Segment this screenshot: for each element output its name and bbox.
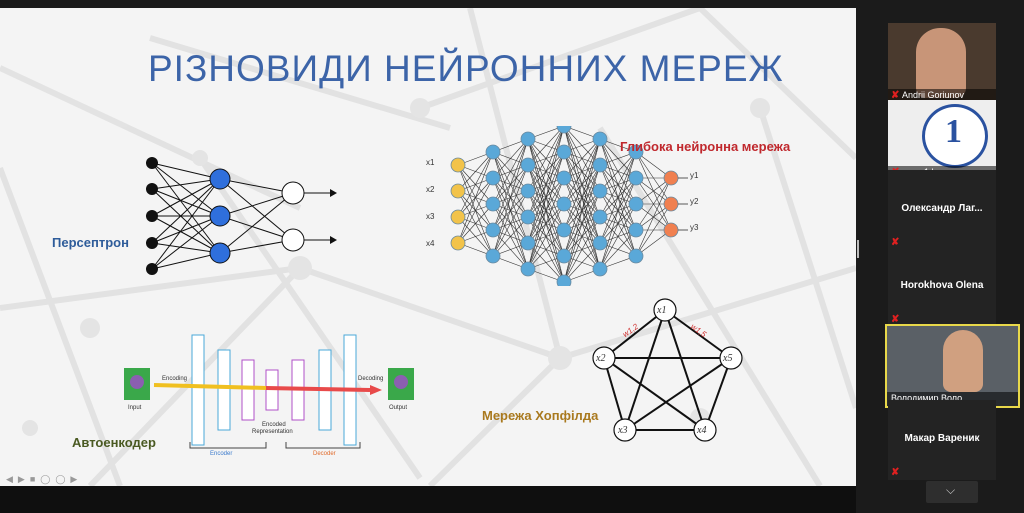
input-x1: x1 — [426, 158, 435, 167]
show-more-participants-button[interactable]: ⌵ — [926, 481, 978, 503]
neuron — [556, 144, 572, 160]
participant-tile-1[interactable]: ✘ Andrii Goriunov — [888, 23, 996, 103]
neuron — [592, 209, 608, 225]
neuron — [592, 235, 608, 251]
autoencoder-label: Автоенкодер — [72, 435, 156, 450]
hopfield-node-x5: x5 — [723, 353, 733, 364]
participant-name: Олександр Лаг... — [901, 203, 983, 214]
participant-name: Horokhova Olena — [900, 280, 984, 291]
neuron — [628, 248, 644, 264]
ae-decoding-label: Decoding — [358, 376, 384, 382]
ae-output-label: Output — [389, 405, 408, 411]
neuron — [450, 157, 466, 173]
output-y1: y1 — [690, 171, 699, 180]
neuron — [628, 222, 644, 238]
neuron — [556, 126, 572, 134]
slide-controls[interactable]: ◀▶■◯◯▶ — [6, 474, 83, 484]
neuron — [520, 261, 536, 277]
deep-network-diagram — [450, 126, 688, 286]
participant-video — [943, 330, 983, 392]
neuron — [450, 209, 466, 225]
neuron — [592, 261, 608, 277]
neuron — [556, 222, 572, 238]
ae-encoded-label: Encoded — [262, 422, 286, 428]
neuron — [520, 131, 536, 147]
neuron — [520, 235, 536, 251]
hopfield-node-x3: x3 — [618, 425, 628, 436]
presentation-bottom-bar — [0, 486, 856, 513]
neuron — [663, 196, 679, 212]
neuron — [485, 170, 501, 186]
neuron — [592, 183, 608, 199]
neuron — [520, 183, 536, 199]
participant-tile-5-active-speaker[interactable]: Володимир Воло... — [885, 324, 1020, 408]
hopfield-node-x4: x4 — [697, 425, 707, 436]
participant-tile-4[interactable]: Horokhova Olena ✘ — [888, 247, 996, 327]
participant-name: Володимир Воло... — [891, 393, 970, 403]
ae-input-label: Input — [128, 405, 142, 411]
ae-encoder-label: Encoder — [210, 451, 233, 457]
input-x4: x4 — [426, 239, 435, 248]
output-y2: y2 — [690, 197, 699, 206]
neuron — [628, 196, 644, 212]
panel-resize-handle[interactable] — [857, 240, 859, 258]
muted-mic-icon: ✘ — [891, 90, 900, 101]
muted-mic-icon: ✘ — [891, 314, 900, 325]
muted-mic-icon: ✘ — [891, 237, 900, 248]
neuron — [556, 196, 572, 212]
neuron — [556, 170, 572, 186]
slide-title: РІЗНОВИДИ НЕЙРОННИХ МЕРЕЖ — [148, 48, 784, 89]
neuron — [485, 144, 501, 160]
shared-slide: РІЗНОВИДИ НЕЙРОННИХ МЕРЕЖ Персептрон x — [0, 8, 856, 486]
output-y3: y3 — [690, 223, 699, 232]
zoom1-logo: 1 — [922, 104, 988, 168]
hopfield-diagram — [592, 298, 743, 442]
neuron — [485, 222, 501, 238]
neuron — [520, 209, 536, 225]
participant-tile-6[interactable]: Макар Вареник ✘ — [888, 400, 996, 480]
ae-representation-label: Representation — [252, 429, 293, 435]
neuron — [628, 144, 644, 160]
perceptron-diagram — [146, 157, 337, 275]
neuron — [592, 157, 608, 173]
neuron — [556, 274, 572, 286]
hopfield-label: Мережа Хопфілда — [482, 408, 599, 423]
participant-tile-3[interactable]: Олександр Лаг... ✘ — [888, 170, 996, 250]
hopfield-node-x2: x2 — [596, 353, 606, 364]
chevron-down-icon: ⌵ — [946, 483, 956, 497]
participant-video — [916, 28, 966, 98]
autoencoder-diagram — [124, 334, 414, 449]
muted-mic-icon: ✘ — [891, 467, 900, 478]
ae-encoding-label: Encoding — [162, 376, 188, 382]
neuron — [592, 131, 608, 147]
neuron — [628, 170, 644, 186]
neuron — [485, 248, 501, 264]
perceptron-label: Персептрон — [52, 235, 129, 250]
input-x3: x3 — [426, 212, 435, 221]
neuron — [450, 183, 466, 199]
participant-tile-2[interactable]: 1 ✘ zoom1 kman — [888, 100, 996, 180]
deep-network-label: Глибока нейронна мережа — [620, 139, 791, 154]
ae-decoder-label: Decoder — [313, 451, 336, 457]
participant-name: Макар Вареник — [904, 433, 980, 444]
input-x2: x2 — [426, 185, 435, 194]
participant-name: Andrii Goriunov — [902, 90, 965, 100]
neuron — [663, 222, 679, 238]
neuron — [663, 170, 679, 186]
neuron — [556, 248, 572, 264]
hopfield-node-x1: x1 — [657, 305, 667, 316]
neuron — [450, 235, 466, 251]
neuron — [520, 157, 536, 173]
neuron — [485, 196, 501, 212]
